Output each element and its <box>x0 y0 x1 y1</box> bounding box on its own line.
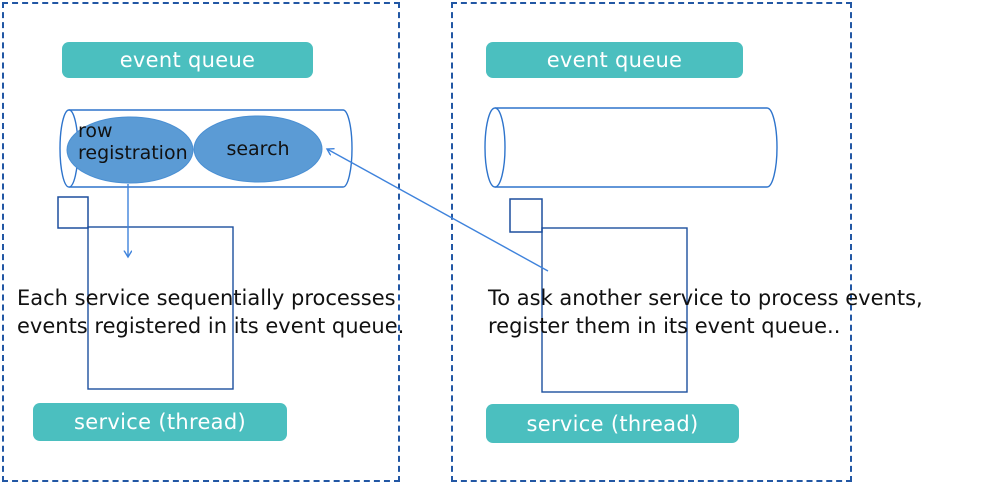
row-registration-line2: registration <box>78 142 188 164</box>
left-queue-cylinder-icon <box>69 109 353 188</box>
right-caption: To ask another service to process events… <box>488 284 923 340</box>
register-event-arrow-icon <box>327 149 549 272</box>
left-service-rect <box>87 226 234 390</box>
right-event-queue-label: event queue <box>486 42 743 78</box>
event-ellipse-row-registration <box>66 116 194 184</box>
left-service-thread-label: service (thread) <box>33 403 287 441</box>
right-queue-cylinder-icon <box>495 107 778 188</box>
right-caption-line2: register them in its event queue.. <box>488 314 841 338</box>
event-ellipse-search <box>193 115 323 183</box>
right-caption-line1: To ask another service to process events… <box>488 286 923 310</box>
left-caption-line2: events registered in its event queue. <box>17 314 405 338</box>
left-caption-line1: Each service sequentially processes <box>17 286 396 310</box>
right-service-small-square <box>509 198 543 233</box>
right-service-rect <box>541 227 688 393</box>
left-event-queue-label: event queue <box>62 42 313 78</box>
right-service-thread-label: service (thread) <box>486 404 739 443</box>
row-registration-line1: row <box>78 120 113 142</box>
search-event-text: search <box>226 138 290 160</box>
row-registration-event-text: row registration <box>78 120 188 164</box>
left-service-small-square <box>57 196 89 229</box>
right-service-panel <box>451 2 852 482</box>
left-service-panel <box>2 2 400 482</box>
left-caption: Each service sequentially processes even… <box>17 284 404 340</box>
right-queue-cylinder-cap-icon <box>484 107 506 188</box>
